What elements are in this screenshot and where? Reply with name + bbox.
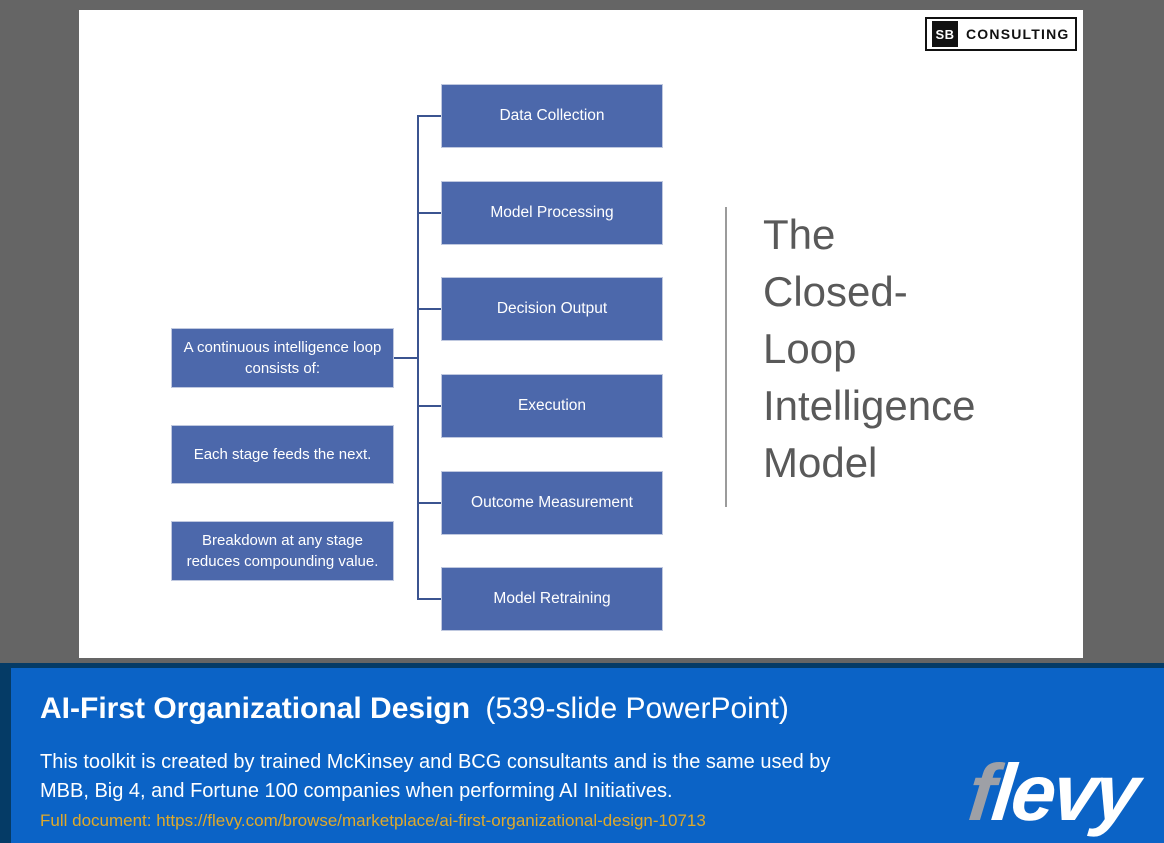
connector-branch-line bbox=[417, 308, 443, 310]
footer-product-title: AI-First Organizational Design (539-slid… bbox=[40, 692, 940, 726]
intro-box: A continuous intelligence loop consists … bbox=[171, 328, 394, 388]
flevy-logo: flevy bbox=[964, 748, 1141, 837]
stage-box: Decision Output bbox=[441, 277, 663, 341]
slide-title-line: Closed- bbox=[763, 268, 908, 315]
connector-branch-line bbox=[417, 405, 443, 407]
slide-title-line: Model bbox=[763, 439, 878, 486]
product-format: (539-slide PowerPoint) bbox=[485, 692, 789, 725]
connector-branch-line bbox=[417, 115, 443, 117]
title-divider-line bbox=[725, 207, 727, 507]
flevy-logo-levy: levy bbox=[987, 748, 1141, 837]
connector-branch-line bbox=[417, 598, 443, 600]
slide-title-line: Intelligence bbox=[763, 382, 976, 429]
stage-box: Model Retraining bbox=[441, 567, 663, 631]
footer-description: This toolkit is created by trained McKin… bbox=[40, 748, 830, 806]
full-document-link[interactable]: Full document: https://flevy.com/browse/… bbox=[40, 811, 706, 830]
footer-description-line: This toolkit is created by trained McKin… bbox=[40, 751, 831, 773]
stage-box: Execution bbox=[441, 374, 663, 438]
sb-logo-initials: SB bbox=[932, 21, 958, 47]
stage-box: Model Processing bbox=[441, 181, 663, 245]
slide-title-line: Loop bbox=[763, 325, 857, 372]
connector-branch-line bbox=[417, 502, 443, 504]
product-name: AI-First Organizational Design bbox=[40, 692, 471, 725]
footer-description-line: MBB, Big 4, and Fortune 100 companies wh… bbox=[40, 780, 673, 802]
connector-intro-line bbox=[394, 357, 419, 359]
slide-canvas: SB CONSULTING A continuous intelligence … bbox=[79, 10, 1083, 658]
slide-title-line: The bbox=[763, 211, 836, 258]
intro-box: Each stage feeds the next. bbox=[171, 425, 394, 484]
connector-branch-line bbox=[417, 212, 443, 214]
intro-box: Breakdown at any stage reduces compoundi… bbox=[171, 521, 394, 581]
footer-banner: AI-First Organizational Design (539-slid… bbox=[0, 663, 1164, 843]
stage-box: Outcome Measurement bbox=[441, 471, 663, 535]
sb-logo-wordmark: CONSULTING bbox=[966, 26, 1070, 42]
sb-consulting-logo: SB CONSULTING bbox=[925, 17, 1077, 51]
slide-title: The Closed- Loop Intelligence Model bbox=[763, 206, 1063, 491]
stage-box: Data Collection bbox=[441, 84, 663, 148]
